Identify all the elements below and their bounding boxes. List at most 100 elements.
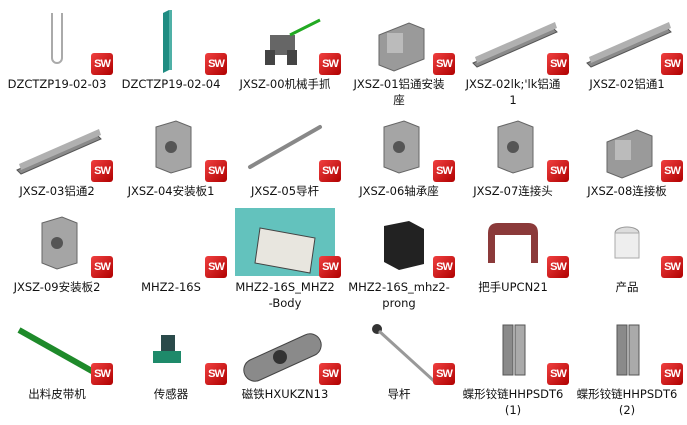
part-preview-icon: [248, 125, 322, 169]
file-item[interactable]: SW JXSZ-03铝通2: [0, 112, 114, 199]
file-item[interactable]: SW JXSZ-02铝通1: [570, 5, 684, 92]
file-name: JXSZ-09安装板2: [13, 280, 101, 294]
file-name: 蝶形铰链HHPSDT6(2): [576, 387, 678, 417]
solidworks-icon: SW: [319, 160, 341, 182]
part-preview-icon: [163, 10, 172, 73]
file-name: JXSZ-03铝通2: [19, 184, 95, 198]
file-thumbnail: SW: [7, 208, 113, 278]
file-thumbnail: SW: [463, 112, 569, 182]
file-item[interactable]: SW DZCTZP19-02-03: [0, 5, 114, 92]
file-name: JXSZ-06轴承座: [359, 184, 439, 198]
part-preview-icon: [372, 324, 436, 383]
solidworks-icon: SW: [547, 160, 569, 182]
part-preview-icon: [384, 221, 424, 270]
solidworks-icon: SW: [433, 53, 455, 75]
part-preview-icon: [497, 120, 534, 174]
file-name: JXSZ-02铝通1: [589, 77, 665, 91]
file-item[interactable]: SW 导杆: [342, 315, 456, 402]
file-name: JXSZ-07连接头: [473, 184, 553, 198]
file-thumbnail: SW: [463, 315, 569, 385]
file-name: 导杆: [387, 387, 411, 401]
file-thumbnail: SW: [349, 5, 455, 75]
file-thumbnail: SW: [577, 112, 683, 182]
part-preview-icon: [41, 216, 78, 270]
part-preview-icon: [155, 120, 192, 174]
file-thumbnail: SW: [463, 5, 569, 75]
solidworks-icon: SW: [91, 53, 113, 75]
part-preview-icon: [488, 223, 538, 263]
file-thumbnail: SW: [349, 208, 455, 278]
solidworks-icon: SW: [205, 53, 227, 75]
part-preview-icon: [502, 324, 526, 376]
file-item[interactable]: SW 把手UPCN21: [456, 208, 570, 295]
solidworks-icon: SW: [547, 53, 569, 75]
file-item[interactable]: SW MHZ2-16S: [114, 208, 228, 295]
file-thumbnail: SW: [121, 315, 227, 385]
file-thumbnail: SW: [7, 112, 113, 182]
file-thumbnail: SW: [7, 5, 113, 75]
solidworks-icon: SW: [91, 363, 113, 385]
solidworks-icon: SW: [547, 363, 569, 385]
file-thumbnail: SW: [121, 5, 227, 75]
part-preview-icon: [243, 333, 322, 382]
part-preview-icon: [606, 129, 653, 179]
solidworks-icon: SW: [205, 363, 227, 385]
file-name: JXSZ-04安装板1: [127, 184, 215, 198]
solidworks-icon: SW: [91, 256, 113, 278]
file-item[interactable]: SW JXSZ-04安装板1: [114, 112, 228, 199]
solidworks-icon: SW: [661, 256, 683, 278]
solidworks-icon: SW: [319, 256, 341, 278]
file-thumbnail: SW: [235, 208, 341, 278]
file-name: JXSZ-01铝通安装座: [353, 77, 445, 107]
part-preview-icon: [16, 129, 102, 175]
part-preview-icon: [378, 22, 425, 72]
file-name: 传感器: [153, 387, 189, 401]
part-preview-icon: [51, 13, 63, 64]
file-name: 磁铁HXUKZN13: [241, 387, 329, 401]
file-item[interactable]: SW JXSZ-08连接板: [570, 112, 684, 199]
file-name: MHZ2-16S_mhz2-prong: [348, 280, 450, 310]
part-preview-icon: [616, 324, 640, 376]
solidworks-icon: SW: [205, 160, 227, 182]
file-name: MHZ2-16S: [141, 280, 201, 294]
file-thumbnail: SW: [577, 208, 683, 278]
file-thumbnail: SW: [121, 208, 227, 278]
file-item[interactable]: SW JXSZ-07连接头: [456, 112, 570, 199]
file-item[interactable]: SW JXSZ-09安装板2: [0, 208, 114, 295]
solidworks-icon: SW: [661, 160, 683, 182]
file-name: DZCTZP19-02-03: [7, 77, 107, 91]
part-preview-icon: [17, 327, 101, 378]
file-name: 蝶形铰链HHPSDT6(1): [462, 387, 564, 417]
file-item[interactable]: SW JXSZ-06轴承座: [342, 112, 456, 199]
solidworks-icon: SW: [433, 160, 455, 182]
file-name: MHZ2-16S_MHZ2-Body: [235, 280, 335, 310]
file-thumbnail: SW: [235, 315, 341, 385]
file-item[interactable]: SW 磁铁HXUKZN13: [228, 315, 342, 402]
file-name: JXSZ-05导杆: [250, 184, 320, 198]
file-thumbnail: SW: [235, 112, 341, 182]
solidworks-icon: SW: [661, 363, 683, 385]
part-preview-icon: [265, 18, 321, 65]
part-preview-icon: [383, 120, 420, 174]
file-name: JXSZ-00机械手抓: [239, 77, 331, 91]
file-name: 把手UPCN21: [478, 280, 548, 294]
file-name: JXSZ-08连接板: [587, 184, 667, 198]
file-thumbnail: SW: [121, 112, 227, 182]
file-thumbnail: SW: [463, 208, 569, 278]
solidworks-icon: SW: [433, 363, 455, 385]
file-item[interactable]: SW JXSZ-05导杆: [228, 112, 342, 199]
solidworks-icon: SW: [661, 53, 683, 75]
file-item[interactable]: SW 传感器: [114, 315, 228, 402]
part-preview-icon: [614, 226, 640, 259]
file-thumbnail: SW: [349, 315, 455, 385]
